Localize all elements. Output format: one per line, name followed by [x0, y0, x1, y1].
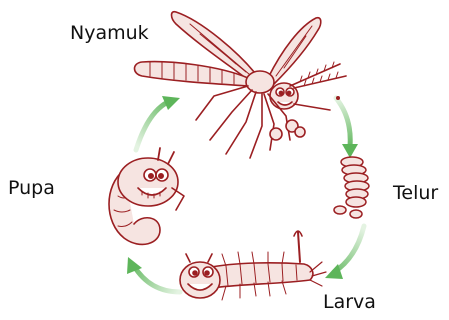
cycle-arrow-pupa-to-adult — [136, 96, 180, 150]
mosquito-illustration — [135, 12, 347, 158]
egg-raft-illustration — [334, 157, 369, 218]
stage-label-adult: Nyamuk — [70, 24, 149, 43]
stage-label-egg: Telur — [393, 184, 438, 203]
cycle-arrow-larva-to-pupa — [127, 257, 180, 292]
larva-illustration — [180, 231, 326, 300]
stage-label-pupa: Pupa — [8, 179, 55, 198]
stage-label-larva: Larva — [323, 293, 376, 312]
cycle-arrow-egg-to-larva — [325, 226, 364, 279]
decorative-dot — [336, 96, 340, 100]
pupa-illustration — [109, 148, 184, 244]
cycle-arrow-adult-to-egg — [336, 98, 358, 158]
